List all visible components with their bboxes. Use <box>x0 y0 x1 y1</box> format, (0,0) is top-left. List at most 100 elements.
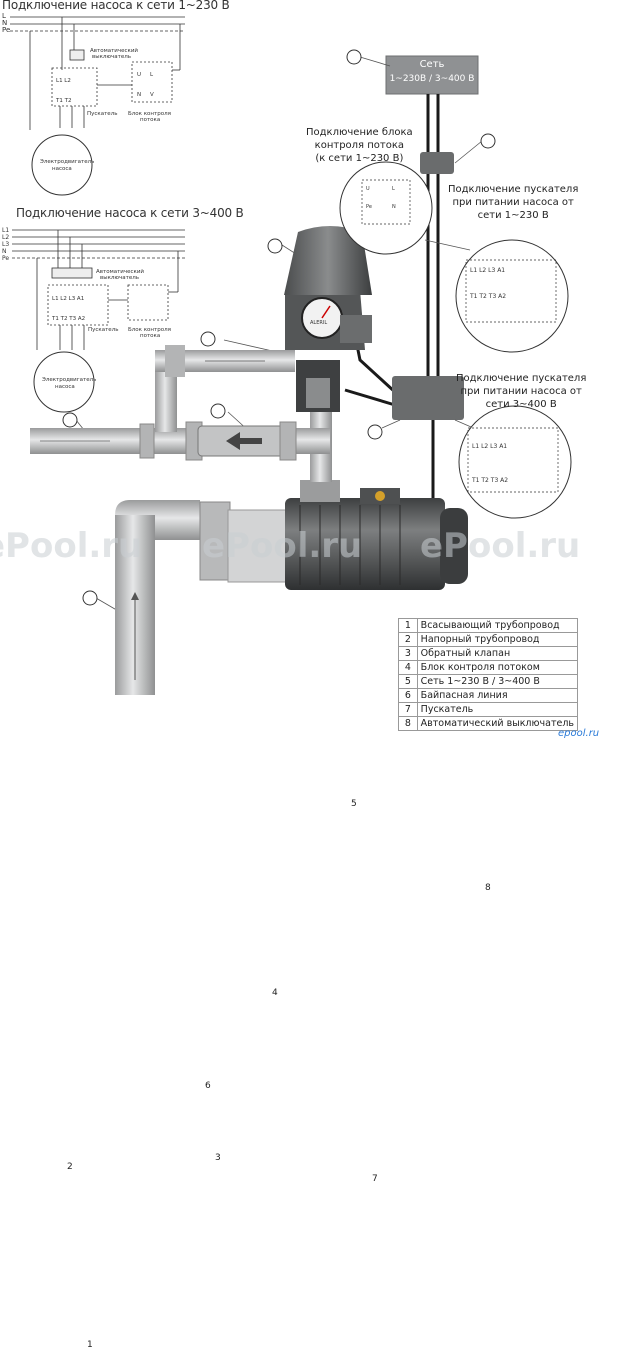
svg-text:L: L <box>150 72 154 78</box>
svg-text:L1 L2 L3 A1: L1 L2 L3 A1 <box>472 443 507 450</box>
svg-text:N: N <box>2 248 7 255</box>
svg-text:N: N <box>137 92 141 98</box>
callout-4 <box>267 238 283 254</box>
callout-8 <box>480 133 496 149</box>
flow-control-head <box>284 226 372 295</box>
svg-text:потока: потока <box>140 333 160 339</box>
callout-7 <box>367 424 383 440</box>
motor-label-3ph: Электродвигатель <box>42 377 96 383</box>
callout-2-number: 2 <box>67 1162 73 1172</box>
callout-4-number: 4 <box>272 988 278 998</box>
note-starter-1ph: Подключение пускателя при питании насоса… <box>448 184 579 221</box>
breaker-label-3ph: Автоматический <box>96 268 144 275</box>
note-flow-block: Подключение блока контроля потока (к сет… <box>306 127 413 164</box>
svg-text:L1 L2 L3 A1: L1 L2 L3 A1 <box>470 267 505 274</box>
flow-arrow-icon <box>226 432 262 450</box>
svg-text:T1 T2 T3 A2: T1 T2 T3 A2 <box>471 477 508 484</box>
callout-6 <box>200 331 216 347</box>
pump-wiring-diagram: L N Pe Автоматический выключатель Пускат… <box>0 0 600 1350</box>
legend-number: 4 <box>398 660 418 675</box>
pump-body <box>227 509 289 583</box>
callout-8-number: 8 <box>485 883 491 893</box>
legend-text: Напорный трубопровод <box>416 632 579 647</box>
svg-text:N: N <box>2 19 7 27</box>
svg-text:L3: L3 <box>2 241 9 248</box>
mains-label: Сеть 1~230В / 3~400 В <box>389 59 475 84</box>
mains-box <box>385 55 479 95</box>
starter-box <box>392 376 464 420</box>
heading-single-phase: Подключение насоса к сети 1~230 В <box>2 0 230 12</box>
motor <box>285 498 445 590</box>
legend-number: 3 <box>398 646 418 661</box>
svg-text:T1 T2: T1 T2 <box>55 98 71 104</box>
watermark: ePool.ru <box>0 526 143 566</box>
motor-label-1ph: Электродвигатель <box>40 159 94 165</box>
callout-5-number: 5 <box>351 799 357 809</box>
legend-text: Байпасная линия <box>416 688 579 703</box>
svg-text:Pe: Pe <box>366 204 372 210</box>
svg-text:L2: L2 <box>2 234 9 241</box>
svg-text:V: V <box>150 92 154 98</box>
detail-starter-1ph <box>455 239 569 353</box>
watermark: ePool.ru <box>202 526 363 566</box>
callout-1 <box>82 590 98 606</box>
legend-number: 7 <box>398 702 418 717</box>
schematic-3ph: L1 L2 L3 N Pe <box>2 227 185 413</box>
legend-number: 5 <box>398 674 418 689</box>
circuit-breaker <box>420 152 454 174</box>
svg-text:N: N <box>392 204 396 210</box>
callout-2 <box>62 412 78 428</box>
svg-text:L: L <box>2 12 6 20</box>
callout-1-number: 1 <box>87 1340 93 1350</box>
heading-three-phase: Подключение насоса к сети 3~400 В <box>16 206 244 220</box>
detail-starter-3ph <box>458 405 572 519</box>
starter-label-3ph: Пускатель <box>88 327 118 333</box>
svg-text:насоса: насоса <box>52 166 72 172</box>
callout-5 <box>346 49 362 65</box>
site-credit: epool.ru <box>558 728 600 739</box>
legend-number: 1 <box>398 618 418 633</box>
callout-6-number: 6 <box>205 1081 211 1091</box>
control-block-label-3ph: Блок контроля <box>128 327 171 333</box>
starter-label-1ph: Пускатель <box>87 111 117 117</box>
legend-text: Пускатель <box>416 702 579 717</box>
legend-text: Всасывающий трубопровод <box>416 618 579 633</box>
detail-flow-block <box>339 161 433 255</box>
watermark: ePool.ru <box>420 526 581 566</box>
svg-text:выключатель: выключатель <box>92 54 131 60</box>
svg-text:U: U <box>137 72 141 78</box>
note-starter-3ph: Подключение пускателя при питании насоса… <box>456 373 587 410</box>
svg-text:U: U <box>366 186 370 192</box>
callout-7-number: 7 <box>372 1174 378 1184</box>
svg-text:потока: потока <box>140 117 160 123</box>
callout-3-number: 3 <box>215 1153 221 1163</box>
svg-text:L1 L2 L3 A1: L1 L2 L3 A1 <box>52 296 84 302</box>
svg-text:L1 L2: L1 L2 <box>56 78 71 84</box>
legend-number: 2 <box>398 632 418 647</box>
legend-number: 6 <box>398 688 418 703</box>
legend-text: Автоматический выключатель <box>416 716 579 731</box>
svg-text:насоса: насоса <box>55 384 75 390</box>
legend-text: Блок контроля потоком <box>416 660 579 675</box>
gauge-brand: ALERIL <box>310 320 328 326</box>
callout-3 <box>210 403 226 419</box>
legend-text: Сеть 1~230 В / 3~400 В <box>416 674 579 689</box>
schematic-1ph: L N Pe <box>2 12 185 196</box>
svg-text:T1 T2 T3 A2: T1 T2 T3 A2 <box>51 316 85 322</box>
svg-text:Pe: Pe <box>2 26 10 34</box>
svg-text:T1 T2 T3 A2: T1 T2 T3 A2 <box>469 293 506 300</box>
svg-text:L1: L1 <box>2 227 9 234</box>
svg-text:Pe: Pe <box>2 255 9 262</box>
control-block-label-1ph: Блок контроля <box>128 111 171 117</box>
svg-text:выключатель: выключатель <box>100 275 139 281</box>
legend-text: Обратный клапан <box>416 646 579 661</box>
